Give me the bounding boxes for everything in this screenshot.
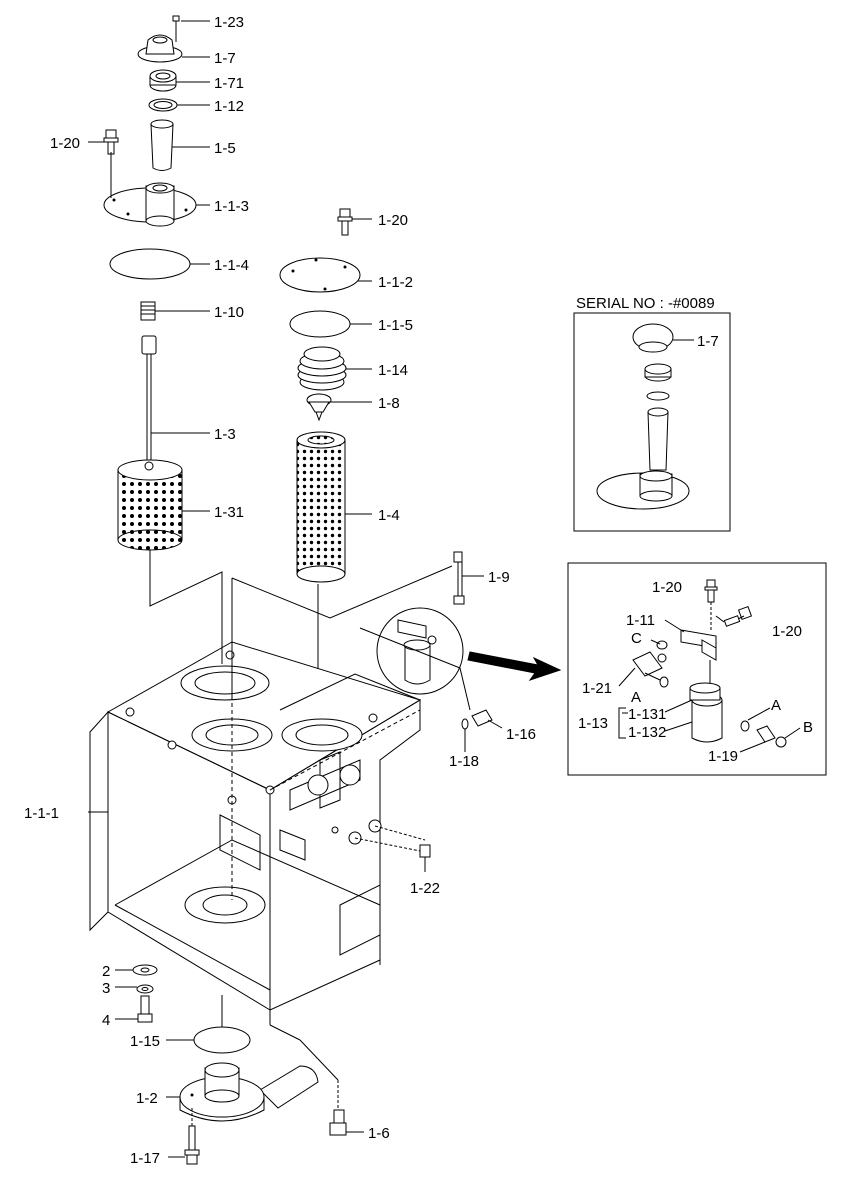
label-1-4: 1-4: [378, 507, 400, 524]
part-1-15-gasket: [166, 995, 251, 1054]
part-1-1-4-gasket: [109, 248, 210, 280]
detail-arrow: [467, 651, 562, 681]
part-1-5-tube: [150, 119, 210, 171]
label-1-1-3: 1-1-3: [214, 198, 249, 215]
label-1-20-mid: 1-20: [378, 212, 408, 229]
part-1-20-left-bolt: [88, 129, 119, 197]
label-detail-1-13: 1-13: [578, 715, 608, 732]
part-1-71-ring-nut: [149, 69, 210, 92]
label-detail-A-right: A: [771, 697, 781, 714]
serial-note: SERIAL NO : -#0089: [576, 295, 715, 312]
detail-box-1-13: [567, 562, 827, 776]
part-1-3-dipstick: [141, 335, 210, 462]
label-detail-B: B: [803, 719, 813, 736]
label-1-23: 1-23: [214, 14, 244, 31]
label-3: 3: [102, 980, 110, 997]
label-1-1-5: 1-1-5: [378, 317, 413, 334]
part-1-1-2-cover: [279, 257, 372, 293]
part-2-washer: [115, 964, 158, 976]
label-1-9: 1-9: [488, 569, 510, 586]
label-detail-1-19: 1-19: [708, 748, 738, 765]
part-1-10-spring: [140, 301, 210, 321]
label-1-31: 1-31: [214, 504, 244, 521]
part-1-1-3-cover-plate: [103, 182, 210, 227]
label-1-1-1: 1-1-1: [24, 805, 59, 822]
bottom-parts: [115, 964, 364, 1165]
label-1-20-left: 1-20: [50, 135, 80, 152]
part-1-14-spring: [297, 346, 372, 391]
label-detail-1-21: 1-21: [582, 680, 612, 697]
label-1-18: 1-18: [449, 753, 479, 770]
label-1-5: 1-5: [214, 140, 236, 157]
label-detail-C: C: [631, 630, 642, 647]
label-detail-1-11: 1-11: [626, 612, 655, 629]
label-1-12: 1-12: [214, 98, 244, 115]
part-1-7-cap: [137, 34, 210, 63]
part-1-12-oring: [148, 98, 210, 112]
serial-inset: [573, 312, 731, 532]
part-1-16-1-18: [461, 709, 503, 748]
part-1-23-screw: [172, 15, 210, 42]
label-1-2: 1-2: [136, 1090, 158, 1107]
label-2: 2: [102, 963, 110, 980]
label-4: 4: [102, 1012, 110, 1029]
part-3-washer: [115, 984, 154, 994]
part-1-4-filter-element: [296, 431, 372, 720]
assembly-lines: [110, 152, 471, 711]
label-inset-1-7: 1-7: [697, 333, 719, 350]
label-detail-A-left: A: [631, 689, 641, 706]
label-detail-1-20-top: 1-20: [652, 579, 682, 596]
part-4-bolt: [115, 995, 153, 1023]
part-1-2-suction-pipe: [166, 1062, 319, 1122]
label-1-14: 1-14: [378, 362, 408, 379]
label-1-1-2: 1-1-2: [378, 274, 413, 291]
part-1-1-5-gasket: [289, 310, 372, 338]
left-stack: [88, 15, 210, 551]
label-1-10: 1-10: [214, 304, 244, 321]
part-1-8-valve: [306, 393, 372, 422]
middle-stack: [279, 208, 372, 720]
part-1-31-strainer: [117, 459, 210, 551]
label-1-8: 1-8: [378, 395, 400, 412]
label-1-3: 1-3: [214, 426, 236, 443]
label-1-15: 1-15: [130, 1033, 160, 1050]
part-1-17-bolt: [168, 1108, 200, 1165]
detail-callout-circle: [376, 607, 464, 695]
label-detail-1-132: 1-132: [628, 724, 666, 741]
label-1-7: 1-7: [214, 50, 236, 67]
label-1-17: 1-17: [130, 1150, 160, 1167]
label-1-1-4: 1-1-4: [214, 257, 249, 274]
label-1-16: 1-16: [506, 726, 536, 743]
part-1-9-gauge: [453, 551, 484, 605]
label-detail-1-131: 1-131: [628, 706, 666, 723]
part-labels: 1-23 1-7 1-71 1-12 1-5 1-20 1-1-3 1-1-4 …: [24, 14, 813, 1167]
part-1-20-mid-bolt: [337, 208, 372, 236]
label-1-71: 1-71: [214, 75, 244, 92]
part-1-6-plug: [269, 1024, 364, 1136]
label-detail-1-20-right: 1-20: [772, 623, 802, 640]
label-1-22: 1-22: [410, 880, 440, 897]
leaders: [88, 748, 466, 813]
label-1-6: 1-6: [368, 1125, 390, 1142]
